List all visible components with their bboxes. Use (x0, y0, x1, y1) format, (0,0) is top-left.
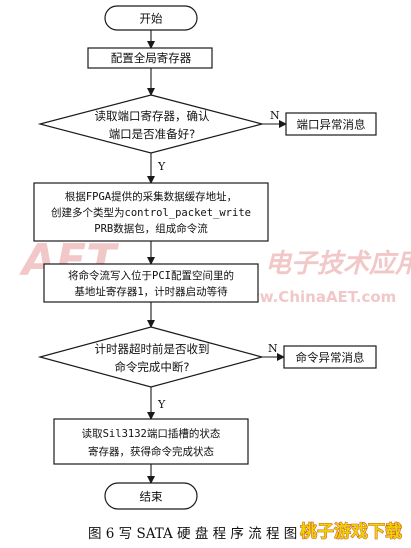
watermark-cn: 电子技术应用 (265, 249, 411, 279)
watermark-url: www.ChinaAET.com (232, 288, 396, 306)
connectors (147, 30, 287, 484)
site-stamp: 桃子游戏下载 (300, 521, 403, 543)
start-terminal (104, 5, 198, 31)
port-ready-text-2: 端口是否准备好? (109, 127, 196, 141)
watermark: AET 电子技术应用 www.ChinaAET.com (19, 235, 411, 306)
decision1-yes-label: Y (157, 160, 166, 173)
config-global-box (87, 47, 213, 69)
read-status-box (53, 418, 249, 465)
port-error-label: 端口异常消息 (297, 118, 366, 132)
port-ready-decision (37, 94, 265, 154)
decision2-no-label: N (268, 342, 278, 355)
timer-text-2: 命令完成中断? (114, 360, 189, 374)
decision1-no-label: N (270, 109, 280, 122)
port-error-box (285, 112, 377, 136)
create-commands-line-1: 根据FPGA提供的采集数据缓存地址， (65, 190, 237, 203)
cmd-error-label: 命令异常消息 (296, 351, 365, 365)
read-status-line-1: 读取Sil3132端口插槽的状态 (82, 427, 221, 440)
port-ready-text-1: 读取端口寄存器，确认 (95, 109, 210, 123)
timer-text-1: 计时器超时前是否收到 (95, 342, 210, 356)
cmd-error-box (283, 345, 377, 369)
read-status-line-2: 寄存器，获得命令完成状态 (88, 445, 214, 458)
start-label: 开始 (140, 12, 163, 26)
write-pci-line-1: 将命令流写入位于PCI配置空间里的 (68, 269, 234, 282)
decision2-yes-label: Y (157, 398, 166, 411)
site-stamp-text: 桃子游戏下载 (300, 521, 402, 542)
figure-caption: 图 6 写 SATA 硬 盘 程 序 流 程 图 (88, 525, 297, 542)
config-global-label: 配置全局寄存器 (111, 51, 192, 65)
write-pci-line-2: 基地址寄存器1，计时器启动等待 (74, 285, 228, 298)
create-commands-line-3: PRB数据包，组成命令流 (94, 222, 208, 235)
write-pci-box (43, 263, 259, 303)
end-label: 结束 (140, 490, 163, 504)
timer-decision (37, 326, 265, 388)
create-commands-line-2: 创建多个类型为control_packet_write (51, 206, 251, 219)
create-commands-box (33, 182, 269, 242)
end-terminal (104, 482, 198, 510)
